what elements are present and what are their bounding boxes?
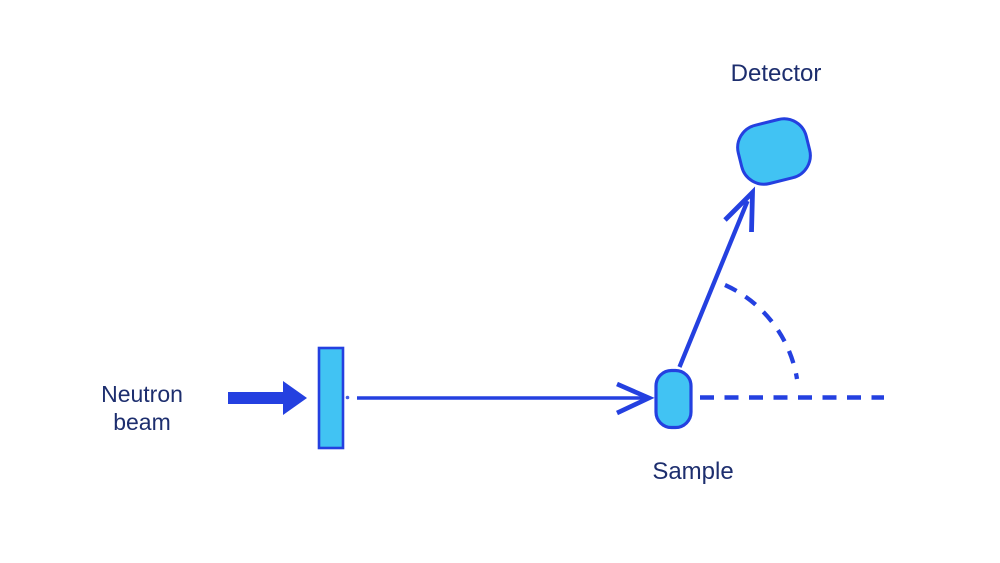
ink-dot	[345, 395, 350, 400]
sample-label: Sample	[652, 458, 734, 485]
scattered-beam-line	[677, 200, 750, 368]
sample-shape	[654, 368, 693, 430]
detector-shape	[736, 117, 812, 186]
collimator-slit	[317, 346, 345, 450]
scattering-angle-arc	[724, 283, 800, 380]
neutron-beam-arrow	[228, 381, 307, 415]
detector-label: Detector	[730, 60, 822, 87]
scattered-beam-arrowhead-icon	[723, 186, 756, 233]
neutron-beam-label: Neutron beam	[101, 381, 183, 435]
beam-arrowhead-icon	[616, 381, 655, 416]
